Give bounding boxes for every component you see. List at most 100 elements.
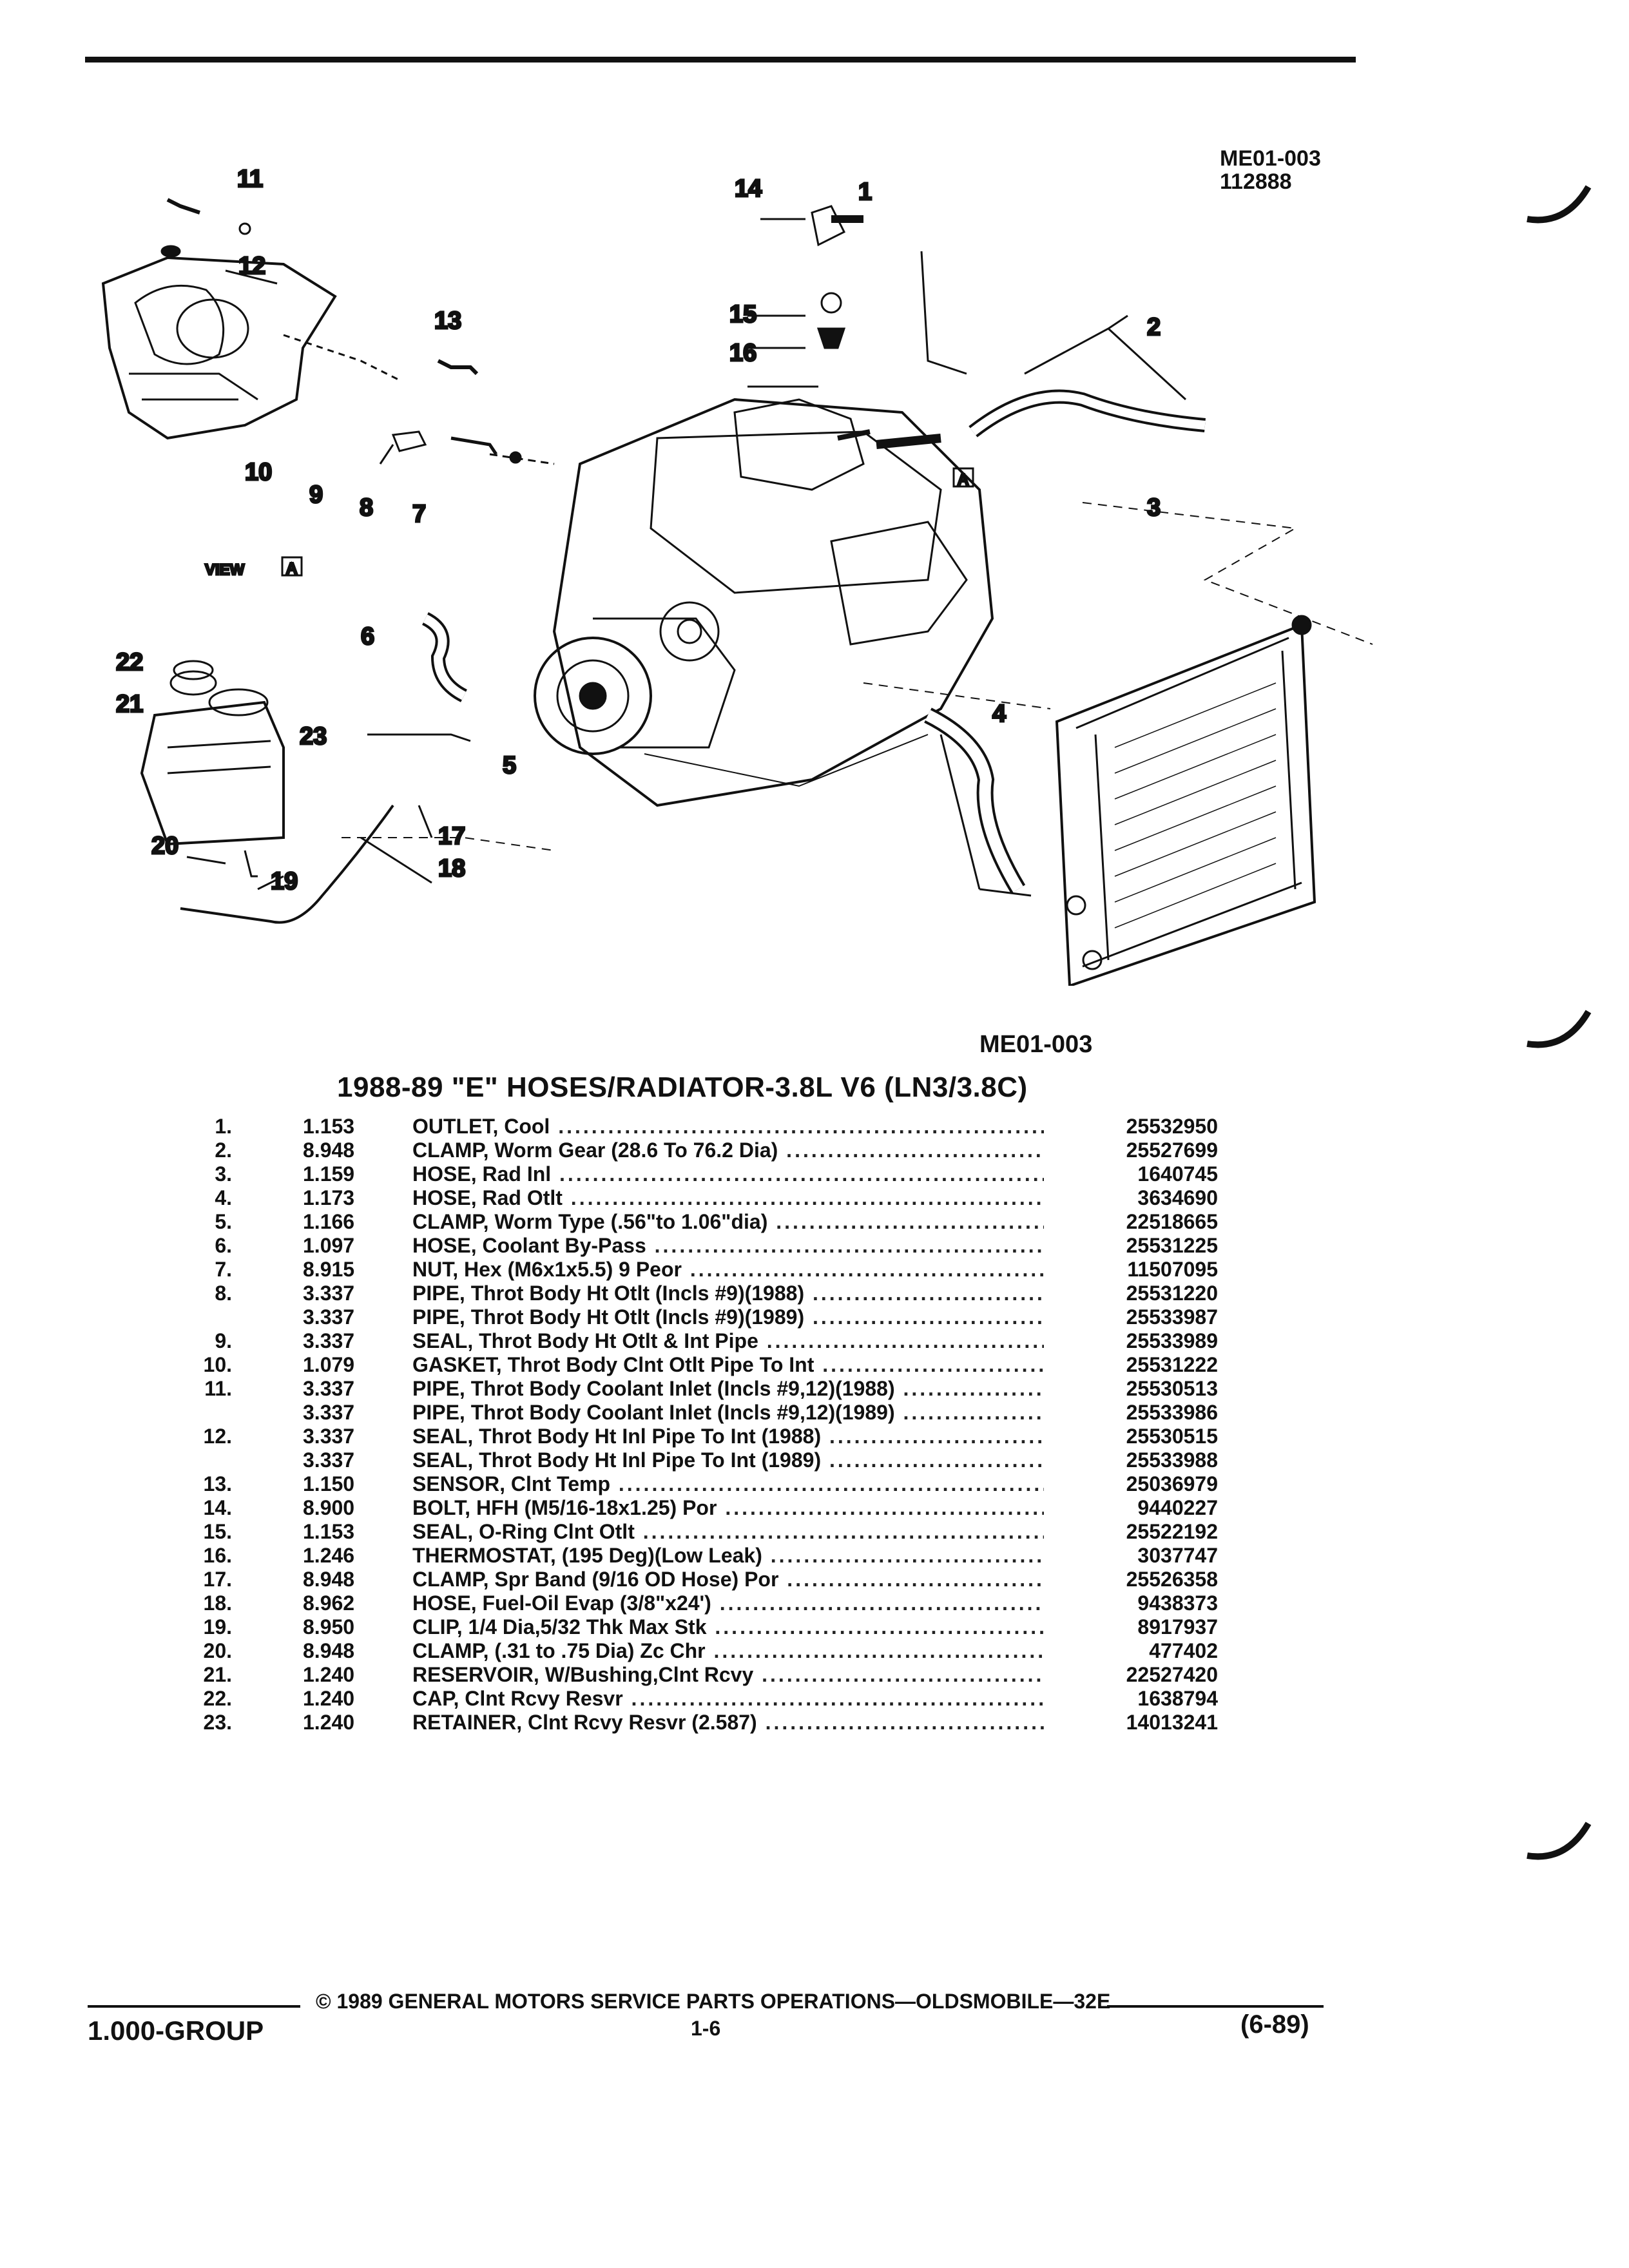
part-group: 8.962 [303, 1591, 355, 1615]
part-detail: Coolant By-Pass [476, 1234, 646, 1257]
part-number: 14. [203, 1496, 232, 1519]
view-a-inset [101, 198, 555, 465]
part-catalog-number: 25533986 [1126, 1401, 1218, 1424]
part-catalog-number: 25530513 [1126, 1377, 1218, 1400]
part-group: 8.915 [303, 1258, 355, 1281]
part-detail: Clnt Rcvy Resvr (2.587) [522, 1711, 757, 1734]
footer-rule-left [88, 2005, 300, 2008]
callout-22: 22 [116, 649, 143, 676]
leader-dots: ........................................… [631, 1687, 1044, 1710]
leader-dots: ........................................… [618, 1472, 1044, 1495]
leader-dots: ........................................… [829, 1425, 1044, 1448]
part-group: 3.337 [303, 1282, 355, 1305]
part-group: 3.337 [303, 1401, 355, 1424]
part-catalog-number: 25530515 [1126, 1425, 1218, 1448]
part-number: 9. [215, 1329, 232, 1352]
part-catalog-number: 25526358 [1126, 1568, 1218, 1591]
view-a-markers: VIEW A A [204, 467, 974, 580]
figure-code: ME01-003 [1220, 146, 1321, 171]
part-number: 11. [204, 1377, 232, 1400]
part-detail: Throt Body Ht Inl Pipe To Int (1988) [473, 1425, 822, 1448]
leader-dots: ........................................… [822, 1353, 1044, 1376]
part-group: 1.246 [303, 1544, 355, 1567]
callout-8: 8 [360, 494, 373, 521]
part-number: 8. [215, 1282, 232, 1305]
view-letter-engine: A [958, 471, 969, 488]
part-catalog-number: 25533989 [1126, 1329, 1218, 1352]
part-group: 1.173 [303, 1186, 355, 1209]
leader-dots: ........................................… [570, 1186, 1044, 1209]
part-catalog-number: 477402 [1149, 1639, 1218, 1662]
radiator [1055, 615, 1316, 988]
part-number: 3. [215, 1162, 232, 1186]
part-description: CLAMP, Worm Gear (28.6 To 76.2 Dia) ....… [412, 1139, 1044, 1162]
callout-4: 4 [992, 700, 1006, 727]
callout-23: 23 [300, 723, 327, 750]
part-description: HOSE, Rad Inl ..........................… [412, 1162, 1044, 1186]
leader-dots: ........................................… [770, 1544, 1044, 1567]
leader-dots: ........................................… [558, 1115, 1044, 1138]
part-description: PIPE, Throt Body Coolant Inlet (Incls #9… [412, 1401, 1044, 1425]
part-detail: (.31 to .75 Dia) Zc Chr [488, 1639, 706, 1662]
leader-dots: ........................................… [787, 1568, 1044, 1591]
footer-copyright: © 1989 GENERAL MOTORS SERVICE PARTS OPER… [316, 1990, 1111, 2013]
part-number: 17. [203, 1568, 232, 1591]
callout-numbers: 1 2 3 4 5 6 7 8 9 10 11 12 13 14 15 16 1… [115, 165, 1162, 896]
page-title: 1988-89 "E" HOSES/RADIATOR-3.8L V6 (LN3/… [337, 1072, 1028, 1103]
part-group: 1.079 [303, 1353, 355, 1376]
part-detail: Throt Body Coolant Inlet (Incls #9,12)(1… [465, 1377, 895, 1400]
part-name: PIPE, [412, 1377, 465, 1400]
part-catalog-number: 3634690 [1137, 1186, 1218, 1209]
part-group: 1.150 [303, 1472, 355, 1495]
part-detail: Throt Body Ht Inl Pipe To Int (1989) [473, 1448, 822, 1472]
page-number: 1-6 [691, 2017, 721, 2040]
engine-block [534, 205, 994, 807]
footer-date: (6-89) [1240, 2010, 1309, 2039]
part-description: GASKET, Throt Body Clnt Otlt Pipe To Int… [412, 1353, 1044, 1377]
part-description: CAP, Clnt Rcvy Resvr ...................… [412, 1687, 1044, 1711]
part-name: HOSE, [412, 1162, 477, 1186]
callout-11: 11 [237, 166, 263, 193]
callout-5: 5 [503, 752, 516, 779]
part-description: PIPE, Throt Body Ht Otlt (Incls #9)(1989… [412, 1305, 1044, 1329]
part-detail: HFH (M5/16-18x1.25) Por [470, 1496, 717, 1519]
part-row: 3.337 PIPE, Throt Body Coolant Inlet (Inc… [187, 1401, 1218, 1425]
leader-dots: ........................................… [829, 1448, 1044, 1472]
part-catalog-number: 22527420 [1126, 1663, 1218, 1686]
part-name: HOSE, [412, 1234, 477, 1257]
part-description: SEAL, Throt Body Ht Inl Pipe To Int (198… [412, 1425, 1044, 1448]
part-detail: O-Ring Clnt Otlt [473, 1520, 635, 1543]
callout-13: 13 [434, 307, 461, 334]
part-group: 8.950 [303, 1615, 355, 1639]
part-group: 8.948 [303, 1568, 355, 1591]
part-catalog-number: 25533988 [1126, 1448, 1218, 1472]
part-number: 12. [203, 1425, 232, 1448]
part-description: HOSE, Rad Otlt .........................… [412, 1186, 1044, 1210]
part-description: OUTLET, Cool ...........................… [412, 1115, 1044, 1139]
part-name: HOSE, [412, 1591, 477, 1615]
part-detail: (195 Deg)(Low Leak) [555, 1544, 762, 1567]
header-rule [85, 57, 1356, 62]
part-number: 5. [215, 1210, 232, 1233]
part-detail: 1/4 Dia,5/32 Thk Max Stk [462, 1615, 707, 1639]
part-detail: Throt Body Clnt Otlt Pipe To Int [501, 1353, 815, 1376]
leader-dots: ........................................… [765, 1711, 1044, 1734]
part-detail: Clnt Rcvy Resvr [459, 1687, 623, 1710]
part-detail: Clnt Temp [505, 1472, 610, 1495]
part-catalog-number: 25522192 [1126, 1520, 1218, 1543]
part-group: 1.240 [303, 1663, 355, 1686]
callout-15: 15 [729, 301, 757, 328]
part-name: RETAINER, [412, 1711, 523, 1734]
part-catalog-number: 11507095 [1127, 1258, 1218, 1281]
part-group: 3.337 [303, 1329, 355, 1352]
leader-dots: ........................................… [689, 1258, 1044, 1281]
leader-dots: ........................................… [725, 1496, 1044, 1519]
